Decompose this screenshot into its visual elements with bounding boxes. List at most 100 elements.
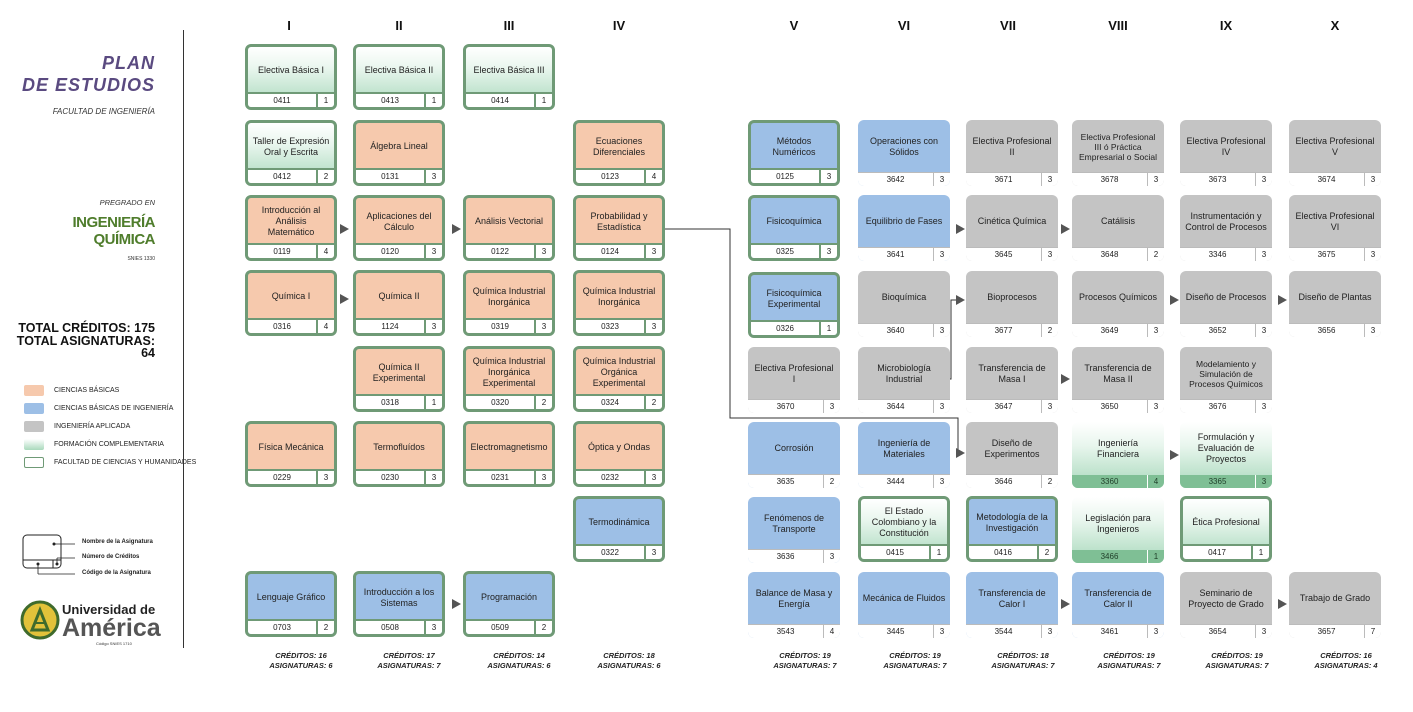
course-credits: 3 [1147, 400, 1164, 413]
course-code: 3650 [1100, 402, 1119, 411]
course-name: Probabilidad y Estadística [590, 210, 648, 232]
course-card[interactable]: Química Industrial Inorgánica Experiment… [463, 346, 555, 412]
course-code: 3642 [886, 175, 905, 184]
course-credits: 2 [1037, 546, 1055, 559]
arrow-icon [1061, 374, 1070, 384]
course-card[interactable]: Modelamiento y Simulación de Procesos Qu… [1180, 347, 1272, 413]
course-name: Química II [378, 291, 420, 301]
logo-line2: América [62, 614, 161, 642]
course-credits: 3 [1041, 400, 1058, 413]
course-name: Electiva Profesional I [754, 362, 834, 384]
course-code: 3346 [1208, 250, 1227, 259]
semester-header-5: V [789, 18, 799, 33]
course-code: 0322 [601, 548, 619, 557]
course-credits: 2 [534, 621, 552, 634]
course-name: Métodos Numéricos [772, 135, 816, 157]
legend-label: CIENCIAS BÁSICAS [54, 386, 120, 394]
course-name: Seminario de Proyecto de Grado [1188, 587, 1264, 609]
course-credits: 3 [819, 245, 837, 258]
semester-header-2: II [395, 18, 403, 33]
course-card[interactable]: Electiva Profesional III ó Práctica Empr… [1072, 120, 1164, 186]
course-name: Introducción al Análisis Matemático [261, 205, 321, 237]
course-credits: 4 [316, 245, 334, 258]
course-credits: 3 [424, 170, 442, 183]
course-code: 3647 [994, 402, 1013, 411]
legend-swatch [24, 402, 44, 414]
course-card[interactable]: Química Industrial Orgánica Experimental… [573, 346, 665, 412]
course-code: 3674 [1317, 175, 1336, 184]
course-credits: 3 [644, 245, 662, 258]
semester-header-4: IV [612, 18, 626, 33]
course-credits: 3 [1255, 625, 1272, 638]
course-code: 0120 [381, 247, 399, 256]
course-name: Electiva Profesional V [1295, 135, 1375, 157]
course-credits: 2 [316, 621, 334, 634]
course-code: 0414 [491, 96, 509, 105]
course-credits: 3 [1147, 173, 1164, 186]
course-code: 3365 [1208, 477, 1227, 486]
